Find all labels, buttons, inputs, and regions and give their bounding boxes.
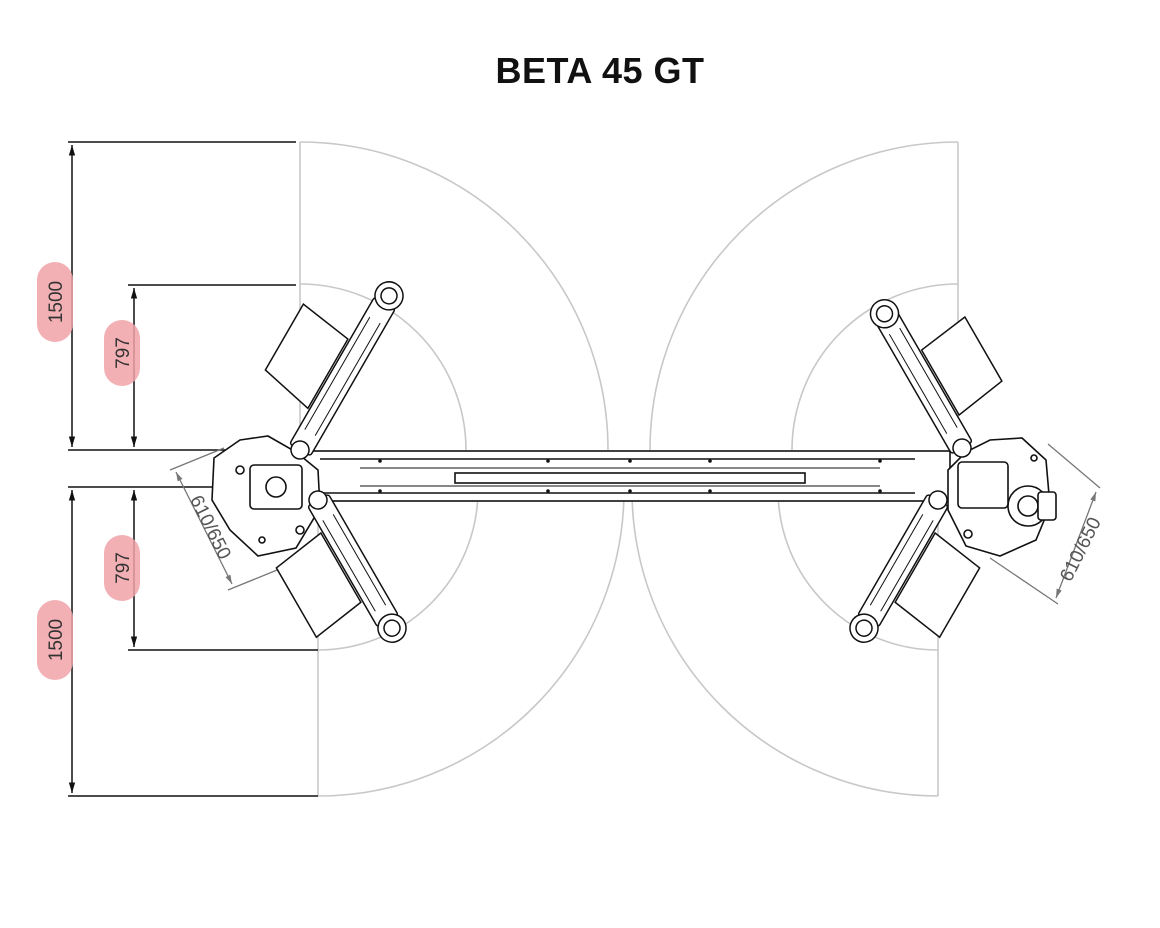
arc-top-right-small bbox=[791, 283, 959, 451]
arc-bottom-left-large bbox=[317, 489, 625, 797]
arc-bottom-right-large bbox=[631, 489, 939, 797]
lift-beam bbox=[284, 450, 951, 502]
dim-top-797: 797 bbox=[113, 337, 134, 369]
left-column bbox=[211, 435, 321, 557]
highlight-top-1500 bbox=[37, 262, 73, 342]
dimension-highlights bbox=[37, 262, 140, 680]
arm-top-left bbox=[264, 281, 404, 460]
beam-slot bbox=[454, 472, 806, 484]
dim-bottom-1500: 1500 bbox=[46, 619, 67, 661]
arc-top-left-small bbox=[299, 283, 467, 451]
highlight-bottom-797 bbox=[104, 535, 140, 601]
arc-bottom-right-small bbox=[777, 489, 939, 651]
offset-dim-left bbox=[169, 447, 283, 591]
arc-bottom-left-small bbox=[317, 489, 479, 651]
dim-bottom-797: 797 bbox=[113, 552, 134, 584]
arm-bottom-left bbox=[275, 490, 407, 643]
highlight-top-797 bbox=[104, 320, 140, 386]
highlight-bottom-1500 bbox=[37, 600, 73, 680]
arm-bottom-right bbox=[849, 490, 981, 643]
arc-top-right-large bbox=[649, 141, 959, 451]
dim-top-1500: 1500 bbox=[46, 281, 67, 323]
offset-dim-right-label: 610/650 bbox=[1056, 514, 1105, 585]
arm-top-right bbox=[869, 299, 1003, 458]
dimension-lines bbox=[68, 145, 138, 793]
right-column bbox=[947, 437, 1057, 557]
diagram-title: BETA 45 GT bbox=[495, 50, 705, 91]
arc-top-left-large bbox=[299, 141, 609, 451]
swing-arcs bbox=[299, 141, 959, 797]
offset-dim-right bbox=[989, 443, 1101, 605]
